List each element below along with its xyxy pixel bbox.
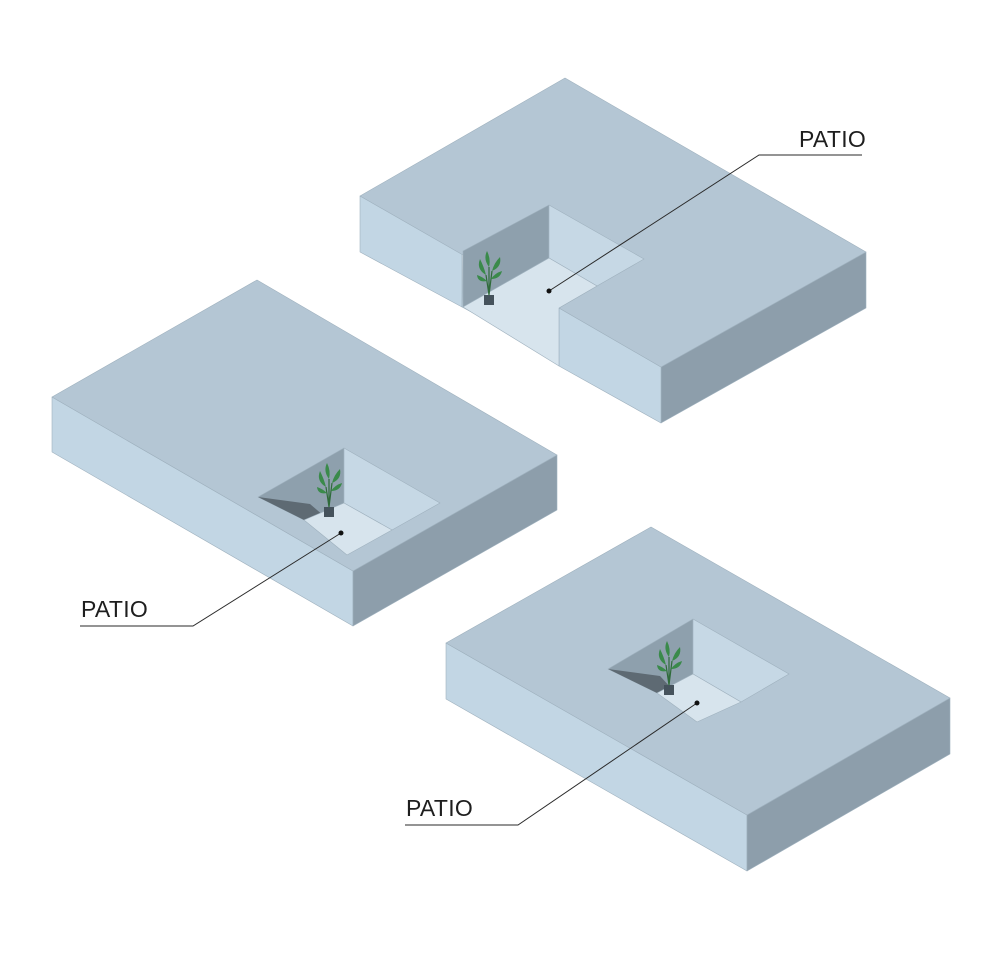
patio-label: PATIO (81, 596, 148, 622)
potted-plant-icon (477, 251, 502, 305)
potted-plant-icon (657, 641, 682, 695)
patio-label: PATIO (799, 126, 866, 152)
patio-floor (462, 257, 598, 367)
leader-dot (338, 530, 344, 536)
patio-wall-shadow (608, 669, 672, 693)
patio-wall-shadow (258, 497, 324, 520)
patio-callout-2: PATIO (80, 530, 344, 627)
building-block-central-patio-1 (51, 279, 558, 627)
patio-callout-3: PATIO (405, 700, 700, 826)
leader-dot (546, 288, 552, 294)
leader-line (405, 702, 698, 826)
leader-line (80, 532, 342, 627)
potted-plant-icon (317, 463, 342, 517)
building-block-corner-patio (359, 77, 867, 424)
patio-callout-1: PATIO (546, 126, 866, 294)
leader-line (548, 154, 862, 292)
patio-label: PATIO (406, 795, 473, 821)
building-block-central-patio-2 (445, 526, 951, 872)
leader-dot (694, 700, 700, 706)
